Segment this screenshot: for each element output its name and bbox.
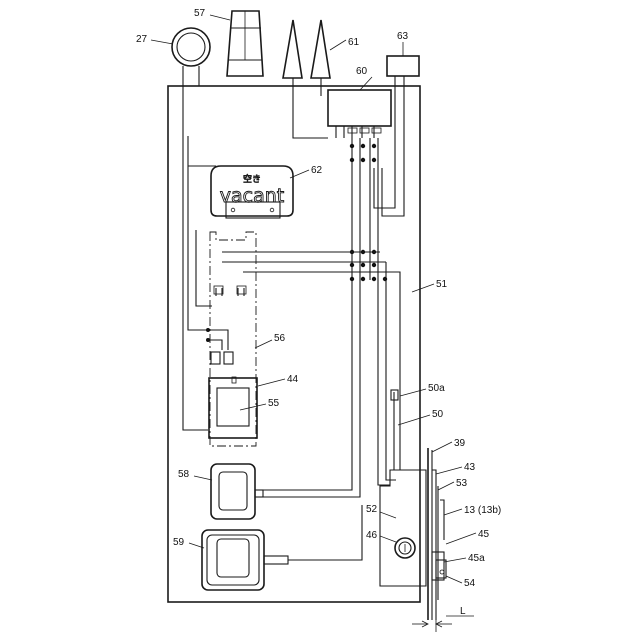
label-57: 57 <box>194 8 206 19</box>
label-60: 60 <box>356 66 368 77</box>
label-59: 59 <box>173 537 185 548</box>
leader-54 <box>446 576 462 583</box>
label-58: 58 <box>178 469 190 480</box>
leader-51 <box>412 284 434 292</box>
feed-line-3 <box>243 272 400 470</box>
wire-sign <box>188 136 216 330</box>
leader-46 <box>380 536 396 542</box>
module-connectors <box>205 288 244 306</box>
leader-55 <box>240 404 266 410</box>
junction-56b <box>206 338 210 342</box>
wire-sign-2 <box>196 230 208 306</box>
switch-58 <box>211 464 255 519</box>
label-52: 52 <box>366 504 378 515</box>
leader-27 <box>151 40 173 44</box>
label-50: 50 <box>432 409 444 420</box>
leader-61 <box>330 40 346 50</box>
tapered-speaker-icon <box>227 11 263 76</box>
leader-43 <box>436 467 462 474</box>
label-56: 56 <box>274 333 286 344</box>
label-63: 63 <box>397 31 409 42</box>
label-44: 44 <box>287 374 299 385</box>
label-L: L <box>460 606 466 617</box>
component-55 <box>217 388 249 426</box>
fastener-54 <box>440 570 444 574</box>
label-27: 27 <box>136 34 148 45</box>
module-internal-wires <box>208 330 228 350</box>
label-51: 51 <box>436 279 448 290</box>
vacant-sign: 空き vacant <box>211 166 293 218</box>
leader-50 <box>398 415 430 425</box>
wire-63a <box>374 76 395 208</box>
leader-13 <box>444 509 462 515</box>
switch-59 <box>202 530 264 590</box>
sign-text-small: 空き <box>243 173 261 185</box>
label-54: 54 <box>464 578 476 589</box>
wire-bus-4 <box>378 138 390 485</box>
leader-58 <box>194 476 212 480</box>
label-39: 39 <box>454 438 466 449</box>
plate-13 <box>440 500 444 540</box>
label-62: 62 <box>311 165 323 176</box>
label-50a: 50a <box>428 383 445 394</box>
connector-58 <box>255 490 263 497</box>
leader-39 <box>432 442 452 452</box>
label-43: 43 <box>464 462 476 473</box>
leader-53 <box>438 482 454 490</box>
label-45a: 45a <box>468 553 485 564</box>
ring-lamp-icon <box>172 28 210 100</box>
junction-56a <box>206 328 210 332</box>
connector-60c <box>372 128 381 133</box>
key-cylinder-icon <box>395 538 415 558</box>
latch-housing-52 <box>380 470 426 586</box>
plate-43 <box>432 470 436 620</box>
label-13: 13 (13b) <box>464 505 501 516</box>
panel-body <box>168 86 420 602</box>
connector-60b <box>360 128 369 133</box>
wire-to-59 <box>288 505 362 560</box>
leader-52 <box>380 512 396 518</box>
leader-45a <box>444 558 466 562</box>
relay-b <box>224 352 233 364</box>
wire-63b <box>382 76 404 216</box>
leader-60 <box>360 77 372 90</box>
relay-a <box>211 352 220 364</box>
leader-44 <box>258 379 285 386</box>
label-55: 55 <box>268 398 280 409</box>
label-45: 45 <box>478 529 490 540</box>
leader-57 <box>210 15 230 20</box>
leader-45 <box>446 533 476 544</box>
label-46: 46 <box>366 530 378 541</box>
twin-antenna-icon <box>283 20 330 138</box>
leader-50a <box>400 389 426 396</box>
sign-text: vacant <box>220 185 284 207</box>
control-unit-60 <box>328 90 391 126</box>
leader-56 <box>255 340 272 348</box>
connector-59 <box>264 556 288 564</box>
label-53: 53 <box>456 478 468 489</box>
component-63 <box>387 56 419 76</box>
label-61: 61 <box>348 37 360 48</box>
